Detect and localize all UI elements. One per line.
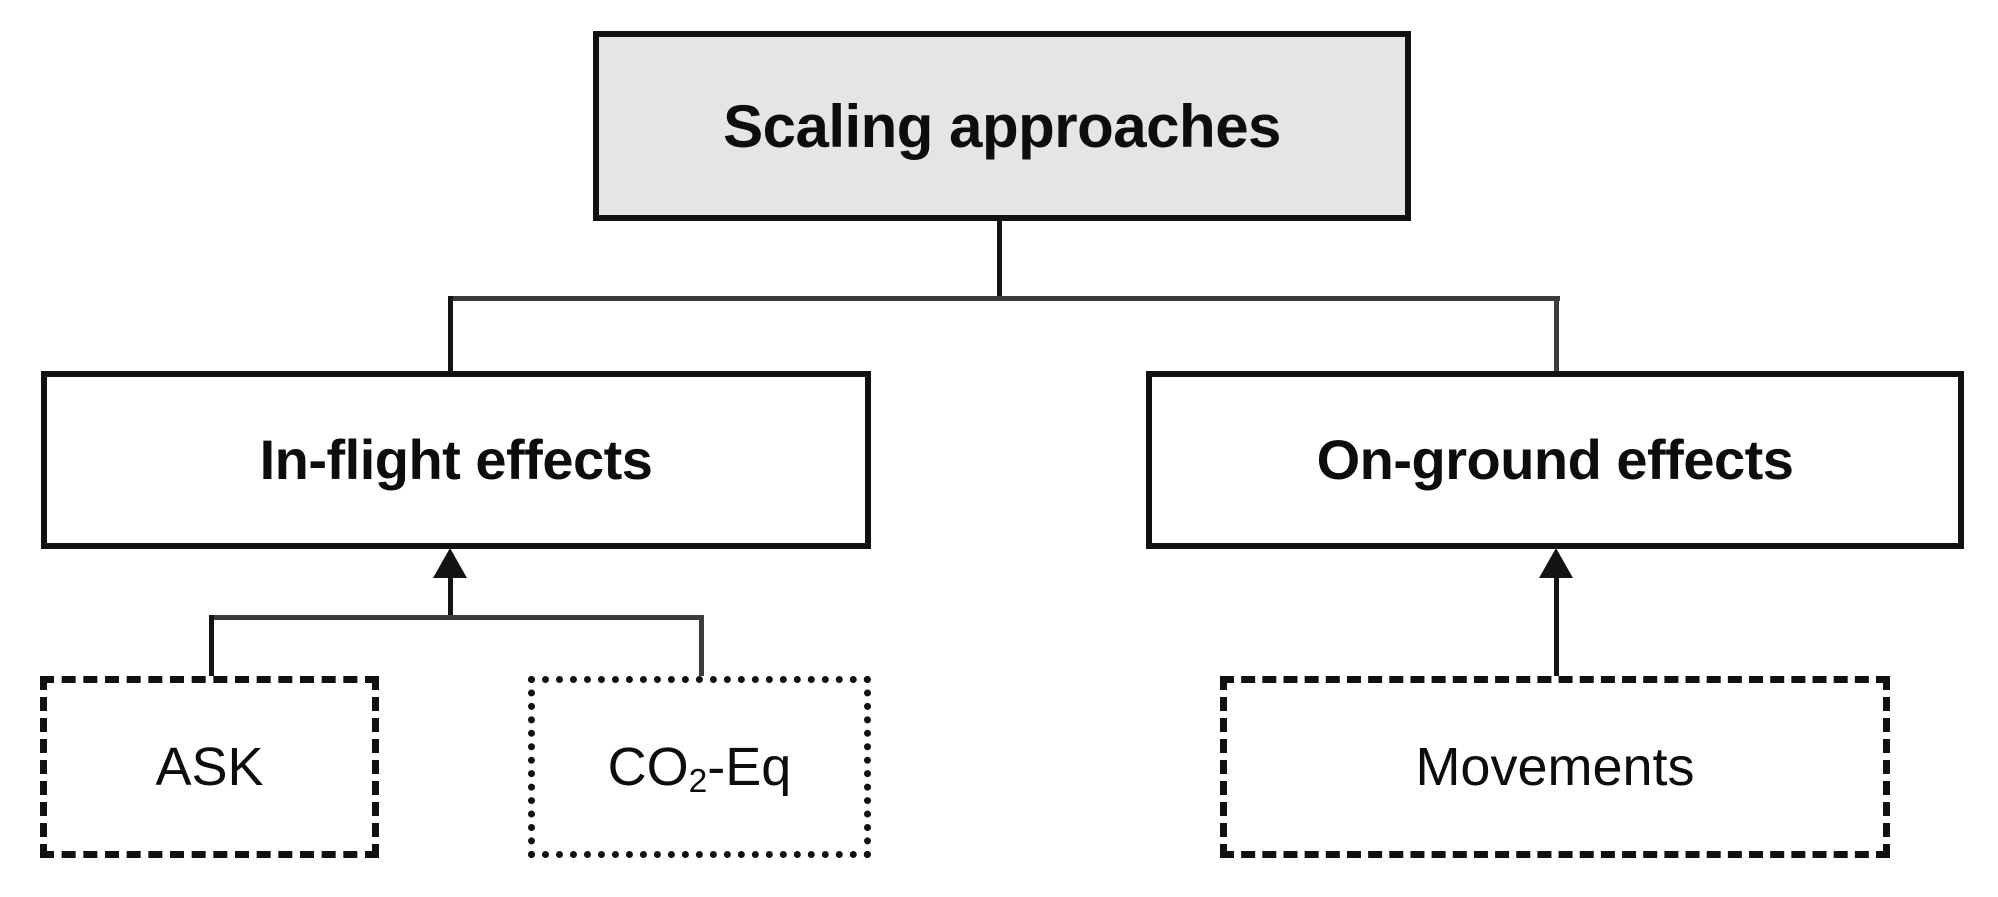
node-on-ground-effects-label: On-ground effects xyxy=(1316,427,1794,491)
edge-branch-right-drop xyxy=(1554,296,1559,374)
node-co2-eq[interactable]: CO2-Eq xyxy=(528,676,871,858)
edge-inflight-arrow-stem xyxy=(448,575,453,620)
node-co2-eq-label-suffix: -Eq xyxy=(707,736,792,797)
edge-inflight-arrow-head xyxy=(433,548,467,578)
edge-root-stem xyxy=(997,220,1002,300)
node-co2-eq-label-prefix: CO xyxy=(607,736,689,797)
node-on-ground-effects[interactable]: On-ground effects xyxy=(1146,371,1964,549)
edge-co2eq-riser xyxy=(699,615,704,679)
node-ask[interactable]: ASK xyxy=(40,676,379,858)
node-in-flight-effects[interactable]: In-flight effects xyxy=(41,371,871,549)
edge-branch-left-drop xyxy=(448,296,453,374)
edge-inflight-bracket-horizontal xyxy=(209,615,704,620)
node-movements-label: Movements xyxy=(1415,736,1695,797)
node-co2-eq-label: CO2-Eq xyxy=(607,736,792,799)
node-scaling-approaches-label: Scaling approaches xyxy=(723,92,1281,160)
node-movements[interactable]: Movements xyxy=(1220,676,1890,858)
node-ask-label: ASK xyxy=(155,736,264,797)
node-in-flight-effects-label: In-flight effects xyxy=(259,427,653,491)
node-co2-eq-label-subscript: 2 xyxy=(688,763,708,801)
edge-movements-stem xyxy=(1554,575,1559,679)
node-scaling-approaches[interactable]: Scaling approaches xyxy=(593,31,1411,221)
edge-movements-arrow-head xyxy=(1539,548,1573,578)
edge-ask-riser xyxy=(209,615,214,679)
edge-root-bracket-horizontal xyxy=(448,296,1560,301)
